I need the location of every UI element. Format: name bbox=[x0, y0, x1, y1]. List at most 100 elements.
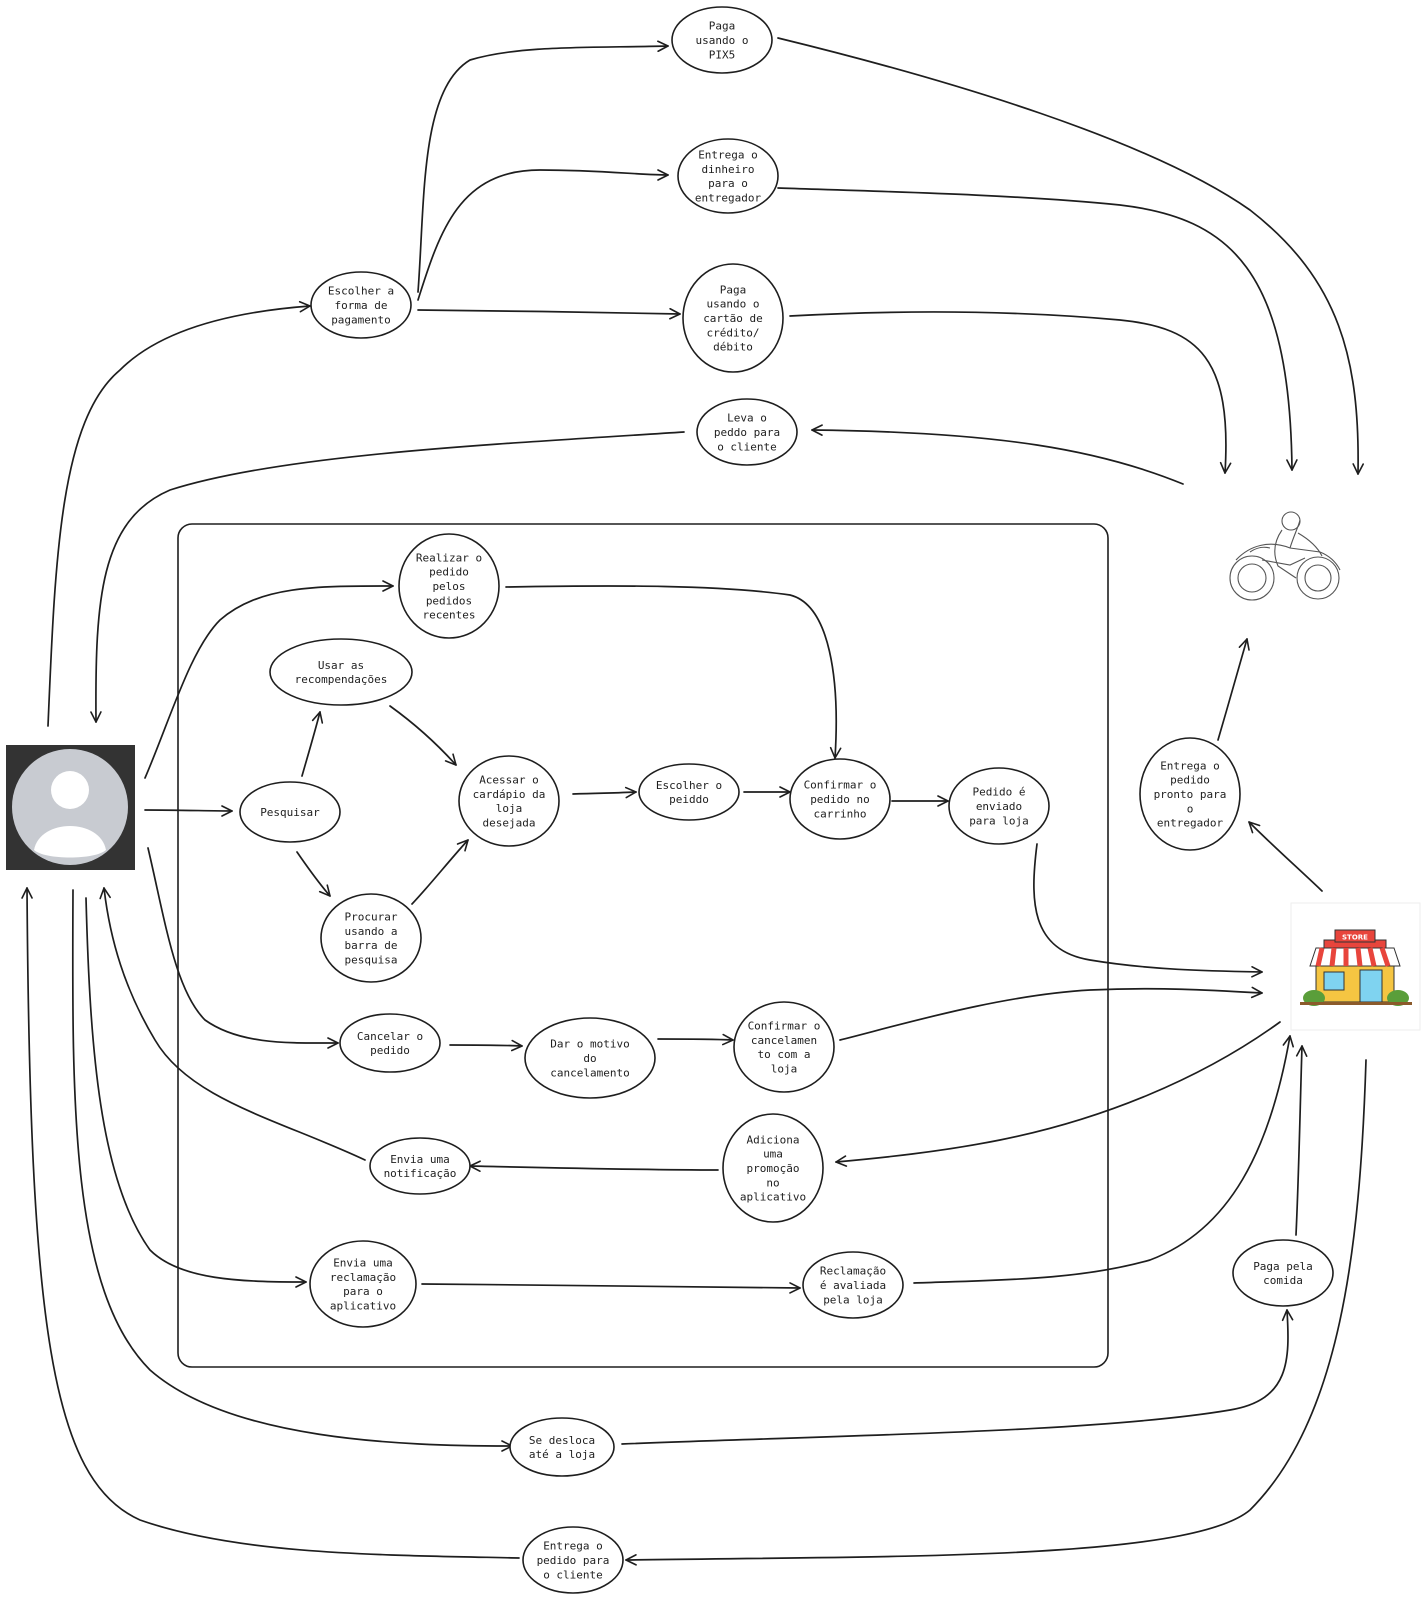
node-promo-line: no bbox=[766, 1176, 779, 1189]
node-desloca-line: Se desloca bbox=[529, 1434, 595, 1447]
node-forma-shape bbox=[310, 271, 412, 339]
node-confcancel-line: to com a bbox=[758, 1048, 811, 1061]
user-avatar-icon bbox=[6, 745, 135, 870]
edge-avaliada-to-store bbox=[913, 1035, 1294, 1284]
node-enviado-line: Pedido é bbox=[973, 786, 1026, 799]
node-promo-line: aplicativo bbox=[740, 1191, 806, 1204]
node-escolher-shape bbox=[638, 763, 740, 821]
node-forma-line: pagamento bbox=[331, 313, 391, 326]
node-cartao-line: crédito/ bbox=[707, 326, 760, 339]
node-cancelar-line: Cancelar o bbox=[357, 1030, 423, 1043]
node-pronto-line: pedido bbox=[1170, 774, 1210, 787]
node-pesquisar-label: Pesquisar bbox=[260, 806, 320, 819]
node-pix-line: Paga bbox=[709, 20, 736, 33]
node-pesquisar: Pesquisar bbox=[239, 781, 341, 843]
node-recomend-line: Usar as bbox=[318, 659, 364, 672]
node-promo-line: Adiciona bbox=[747, 1133, 800, 1146]
node-confcancel-line: loja bbox=[771, 1062, 798, 1075]
node-recentes-line: Realizar o bbox=[416, 551, 482, 564]
node-avaliada-line: Reclamação bbox=[820, 1265, 886, 1278]
node-dinheiro-shape bbox=[677, 138, 779, 214]
edge-recentes-to-confirmar bbox=[505, 585, 842, 759]
node-acessar-line: loja bbox=[496, 802, 523, 815]
edge-pagacomida-to-store bbox=[1295, 1045, 1308, 1236]
node-escolher-line: peiddo bbox=[669, 793, 709, 806]
node-dinheiro-line: entregador bbox=[695, 191, 762, 204]
node-leva-line: o cliente bbox=[717, 440, 777, 453]
edge-promo-to-notif bbox=[469, 1160, 719, 1173]
edge-pix-to-rider bbox=[777, 37, 1364, 475]
edge-pesquisar-to-procurar bbox=[296, 851, 331, 897]
node-pronto-shape bbox=[1139, 737, 1241, 851]
node-reclam-line: reclamação bbox=[330, 1271, 396, 1284]
node-acessar-line: desejada bbox=[483, 816, 536, 829]
node-promo-line: uma bbox=[763, 1148, 783, 1161]
node-dinheiro-line: dinheiro bbox=[702, 163, 755, 176]
node-confcancel-line: cancelamen bbox=[751, 1034, 817, 1047]
node-leva-shape bbox=[696, 398, 798, 466]
node-notif-shape bbox=[369, 1137, 471, 1195]
node-recentes-line: pelos bbox=[432, 580, 465, 593]
node-cartao-line: cartão de bbox=[703, 312, 763, 325]
node-avaliada-line: pela loja bbox=[823, 1293, 883, 1306]
node-leva-line: peddo para bbox=[714, 426, 780, 439]
node-pesquisar-line: Pesquisar bbox=[260, 806, 320, 819]
edge-store-to-pronto bbox=[1248, 821, 1323, 892]
edge-notif-to-user bbox=[99, 887, 366, 1161]
node-pronto-line: Entrega o bbox=[1160, 759, 1220, 772]
node-pagacomida-line: comida bbox=[1263, 1274, 1303, 1287]
edge-cancelar-to-motivo bbox=[449, 1039, 523, 1052]
node-confirmar-shape bbox=[789, 758, 891, 840]
node-procurar-shape bbox=[320, 893, 422, 983]
edges bbox=[21, 37, 1367, 1566]
node-procurar-line: usando a bbox=[345, 925, 398, 938]
node-notif-line: notificação bbox=[384, 1167, 457, 1180]
edge-user-to-pesquisar bbox=[144, 805, 233, 817]
node-pronto-line: o bbox=[1187, 802, 1194, 815]
node-cartao-line: Paga bbox=[720, 283, 747, 296]
node-escolher-line: Escolher o bbox=[656, 779, 722, 792]
node-entrega-line: o cliente bbox=[543, 1568, 603, 1581]
node-motivo-line: do bbox=[583, 1052, 596, 1065]
edge-user-to-forma bbox=[47, 300, 311, 727]
node-enviado-line: para loja bbox=[969, 814, 1029, 827]
node-notif-line: Envia uma bbox=[390, 1153, 450, 1166]
system-boundary-frame bbox=[177, 523, 1109, 1368]
edge-procurar-to-acessar bbox=[411, 839, 469, 905]
node-avaliada-shape bbox=[802, 1251, 904, 1319]
node-pix-line: usando o bbox=[696, 34, 749, 47]
edge-motivo-to-confcancel bbox=[657, 1033, 734, 1046]
node-pix-line: PIX5 bbox=[709, 48, 736, 61]
edge-pesquisar-to-recomend bbox=[301, 711, 324, 777]
node-cancelar-line: pedido bbox=[370, 1044, 410, 1057]
